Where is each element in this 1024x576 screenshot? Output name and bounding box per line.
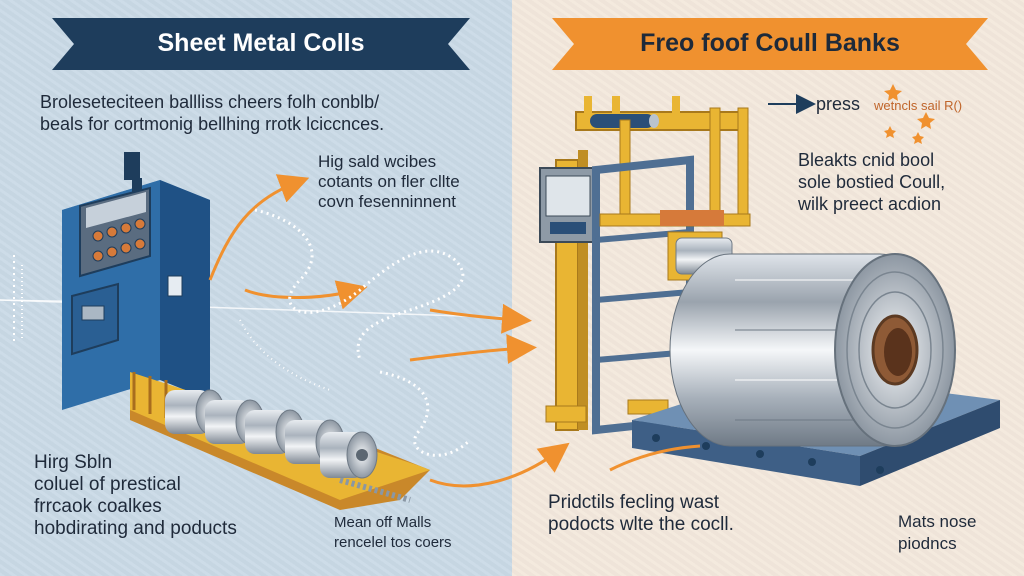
left-bottom-line-1: Hirg Sbln (34, 452, 113, 473)
left-intro-line-2: beals for cortmonig bellhing rrotk lcicc… (40, 114, 385, 134)
right-desc-line-3: wilk preect acdion (798, 194, 942, 214)
left-caption-line-1: Mean off Malls (334, 514, 432, 531)
left-title-banner (52, 18, 470, 70)
left-title: Sheet Metal Colls (157, 29, 365, 57)
right-title: Freo foof Coull Banks (640, 29, 900, 57)
dotted-loop (239, 319, 331, 391)
dotted-strip-left (13, 255, 23, 345)
star-decorations (884, 84, 935, 144)
coil-row (165, 389, 378, 479)
flow-arrow (609, 444, 701, 472)
large-steel-coil (669, 253, 956, 447)
right-corner-line-1: Mats nose (898, 512, 977, 531)
flow-arrow (208, 174, 310, 281)
right-title-banner (552, 18, 988, 70)
dotted-loop (379, 370, 472, 457)
left-caption-line-2: rencelel tos coers (334, 534, 452, 551)
left-panel-background (0, 0, 512, 576)
flow-arrow (409, 334, 537, 365)
right-desc-line-1: Bleakts cnid bool (798, 150, 935, 170)
coil-press-frame (539, 96, 751, 435)
left-bottom-line-2: coluel of prestical (34, 474, 181, 495)
right-desc-line-2: sole bostied Coull, (798, 172, 946, 192)
press-label: press (816, 94, 861, 114)
press-note: wetncls sail R() (874, 98, 963, 113)
flow-arrow (244, 280, 368, 310)
left-intro-line-1: Broleseteciteen ballliss cheers folh con… (40, 92, 380, 112)
left-bottom-line-4: hobdirating and poducts (34, 518, 237, 539)
left-callout-line-3: covn fesenninnent (318, 192, 456, 211)
dotted-loop (254, 208, 465, 361)
right-corner-line-2: piodncs (898, 534, 957, 553)
right-bottom-line-1: Pridctils fecling wast (548, 492, 720, 513)
control-cabinet (62, 152, 210, 410)
left-callout-line-2: cotants on fler cllte (318, 172, 460, 191)
right-bottom-line-2: podocts wlte the cocll. (548, 514, 734, 535)
flow-arrow (429, 442, 570, 488)
flow-arrow (429, 303, 532, 334)
left-bottom-line-3: frrcaok coalkes (34, 496, 162, 517)
left-callout-line-1: Hig sald wcibes (318, 152, 437, 171)
